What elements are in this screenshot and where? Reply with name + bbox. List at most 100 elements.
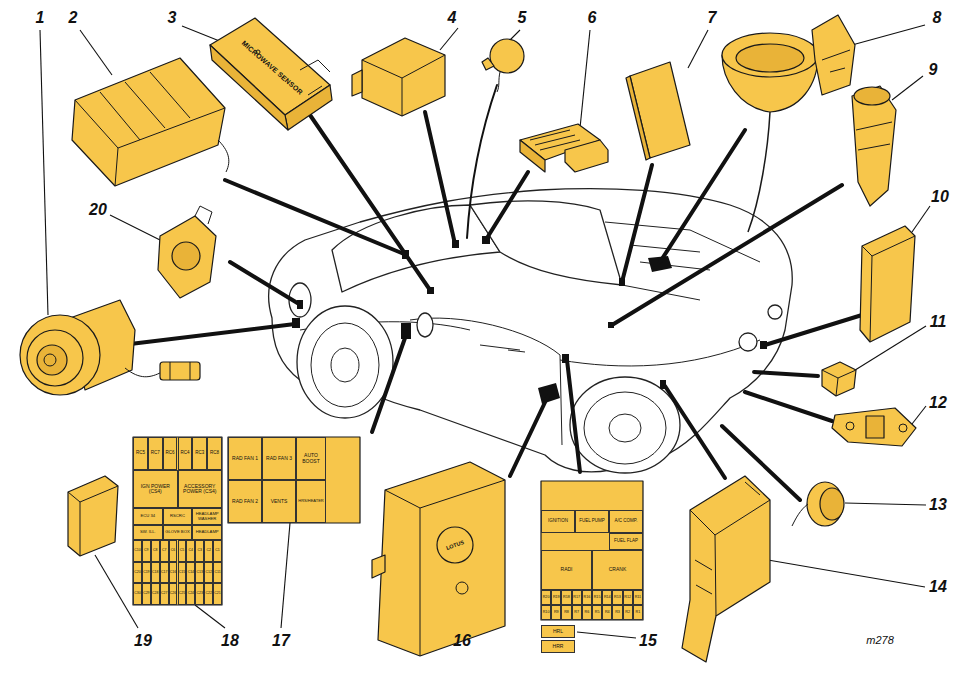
part-connector <box>520 124 608 172</box>
fuse-box-cell: C9 <box>142 540 151 562</box>
leader-line <box>612 185 842 325</box>
fuse-box-cell: C15 <box>178 562 187 584</box>
callout-number: 4 <box>448 9 457 27</box>
part-control-unit <box>860 226 915 342</box>
fuse-box-cell: C24 <box>186 583 195 605</box>
fuse-label: C8 <box>153 549 157 553</box>
fuse-box-cell: C3 <box>195 540 204 562</box>
siren-ring <box>37 345 67 375</box>
callout-number: 2 <box>69 9 78 27</box>
fuse-label: C4 <box>189 549 193 553</box>
fuse-label: C14 <box>188 571 194 575</box>
car-windscreen <box>332 205 500 292</box>
fuse-label: C28 <box>152 592 158 596</box>
fuse-box-cell: C27 <box>160 583 169 605</box>
leader-line <box>510 396 548 476</box>
fuse-label: C2 <box>206 549 210 553</box>
fuse-box-cell: C5 <box>178 540 187 562</box>
fuse-label: RADI <box>561 567 573 572</box>
callout-number: 11 <box>930 313 947 331</box>
fuse-box-cell: FUEL FLAP <box>609 533 643 550</box>
fuse-box-cell: RC6 <box>163 437 178 470</box>
callout-line <box>912 406 926 424</box>
fuse-label: R10 <box>543 611 550 615</box>
siren-plug <box>160 362 200 380</box>
fuse-label: C11 <box>214 571 220 575</box>
fuse-box-cell: HRL <box>541 625 575 638</box>
part-grommet <box>792 482 844 526</box>
link-hole <box>846 422 854 430</box>
connector-plug <box>565 140 608 172</box>
fuse-label: HRL <box>553 629 563 634</box>
fuse-label: R5 <box>595 611 600 615</box>
fuse-box-cell: VENTS <box>262 480 296 523</box>
fuse-box-cell: C10 <box>133 540 142 562</box>
fuse-label: R20 <box>543 596 550 600</box>
figure-code: m278 <box>866 634 894 646</box>
fuse-box-cell: R12 <box>623 590 633 605</box>
leader-line <box>487 172 528 238</box>
link-hole <box>899 424 907 432</box>
rear-hub <box>609 414 641 442</box>
fuse-box-cell: RC4 <box>178 437 193 470</box>
fuse-box-cell: IGNITION <box>541 510 575 533</box>
fuse-box-cell: ECU 34 <box>133 508 163 525</box>
fuse-box-cell: RC5 <box>133 437 148 470</box>
grommet-wire <box>792 504 808 526</box>
side-lamp <box>417 313 433 337</box>
fuse-panel <box>228 437 360 523</box>
callout-line <box>892 76 923 100</box>
fuse-label: GLOVE BOX <box>165 530 189 534</box>
fuse-label: C9 <box>144 549 148 553</box>
fuse-box-cell: C16 <box>169 562 178 584</box>
fuse-box-cell: C17 <box>160 562 169 584</box>
leader-line <box>754 372 818 376</box>
fuse-box-cell: C22 <box>204 583 213 605</box>
fuse-label: R6 <box>585 611 590 615</box>
fuse-label: RSCRC <box>170 514 185 518</box>
fuse-label: R16 <box>584 596 591 600</box>
callout-line <box>510 30 520 40</box>
part-block <box>626 62 690 160</box>
callout-line <box>110 215 160 240</box>
part-small-module <box>68 476 118 556</box>
fuse-box-cell: C30 <box>133 583 142 605</box>
fuse-label: RAD FAN 3 <box>266 456 292 461</box>
fuse-box-cell: C6 <box>169 540 178 562</box>
ecu-body <box>378 462 505 656</box>
fuse-label: C23 <box>197 592 203 596</box>
module-tab <box>352 70 362 96</box>
fuse-label: C29 <box>143 592 149 596</box>
leader-line <box>310 115 430 290</box>
callout-line <box>182 26 222 42</box>
callout-number: 8 <box>933 9 942 27</box>
fuse-box-cell: C29 <box>142 583 151 605</box>
sounder-wire <box>497 72 500 92</box>
callout-number: 19 <box>134 632 152 650</box>
fuse-label: C27 <box>161 592 167 596</box>
leader-line <box>372 338 405 432</box>
fuse-box-cell: R1 <box>633 605 643 620</box>
fuse-box-cell: C26 <box>169 583 178 605</box>
ecu-edge <box>385 480 505 656</box>
bracket-detail <box>690 482 770 616</box>
part-sounder <box>482 39 524 92</box>
leader-line <box>745 392 832 421</box>
relay-body <box>822 362 856 396</box>
fuse-label: C24 <box>188 592 194 596</box>
fuse-label: C12 <box>205 571 211 575</box>
fuse-label: RC7 <box>151 451 160 456</box>
leader-line <box>765 315 862 345</box>
callout-line <box>440 28 458 50</box>
callout-line <box>95 555 138 628</box>
fuse-box-cell: R2 <box>623 605 633 620</box>
relay-edge <box>822 370 856 396</box>
fuse-label: RC8 <box>210 451 219 456</box>
sounder-tab <box>482 58 494 70</box>
fuse-label: C26 <box>170 592 176 596</box>
alarm-wire <box>218 140 229 172</box>
part-relay <box>822 362 856 396</box>
fuse-label: RAD FAN 1 <box>232 456 258 461</box>
fuse-label: R8 <box>564 611 569 615</box>
housing-inner <box>736 44 804 72</box>
